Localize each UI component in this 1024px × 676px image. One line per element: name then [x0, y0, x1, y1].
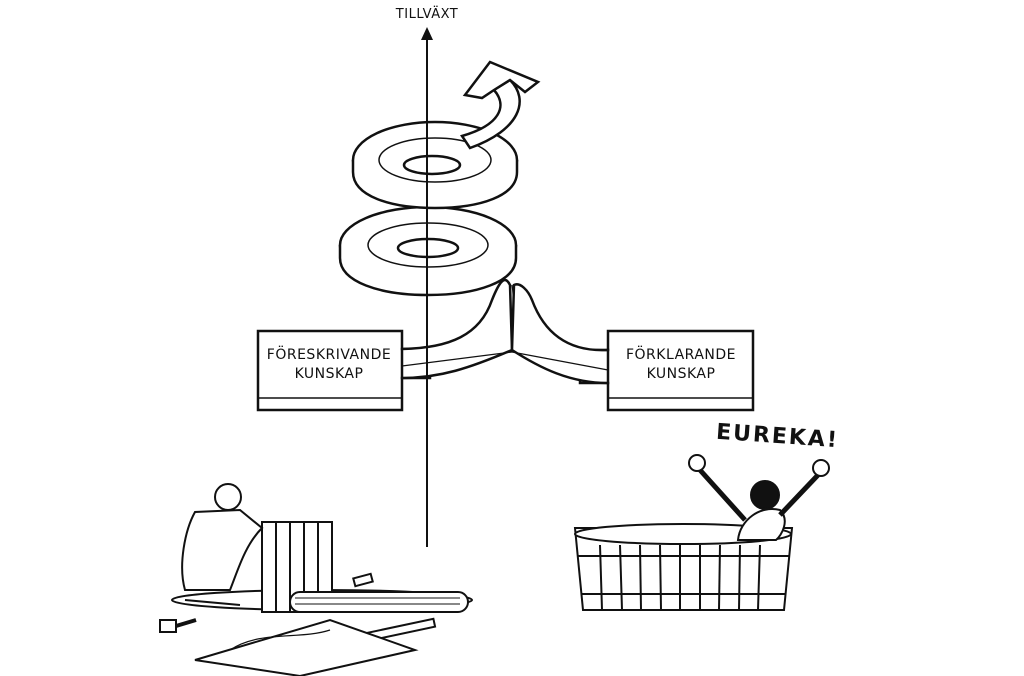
- illustration-bathtub: [573, 454, 830, 611]
- box-prescriptive-line2: KUNSKAP: [294, 366, 364, 382]
- box-prescriptive-label: FÖRESKRIVANDE KUNSKAP: [262, 346, 396, 384]
- box-prescriptive-line1: FÖRESKRIVANDE: [266, 347, 392, 363]
- axis-label-growth: TILLVÄXT: [395, 7, 459, 22]
- box-explanatory-line2: KUNSKAP: [646, 366, 716, 382]
- box-prescriptive: [256, 329, 432, 412]
- box-explanatory-line1: FÖRKLARANDE: [625, 347, 736, 363]
- growth-spiral: [338, 38, 541, 547]
- axis-arrow-icon: [421, 27, 433, 40]
- branch-ribbons: [400, 278, 610, 385]
- box-explanatory-label: FÖRKLARANDE KUNSKAP: [614, 346, 748, 384]
- illustration-barrel-maker: [159, 483, 473, 676]
